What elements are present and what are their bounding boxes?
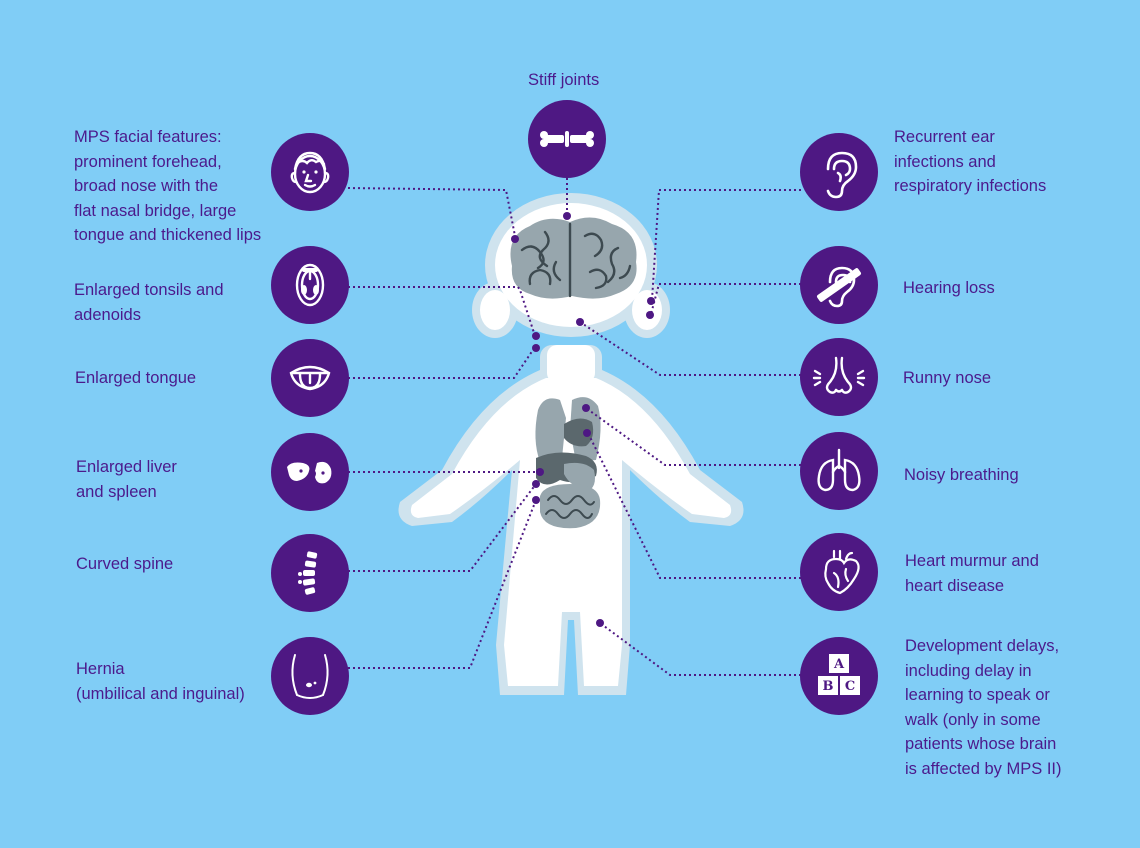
block-letter-c: C <box>845 679 855 694</box>
open-mouth-tonsils-icon <box>271 246 349 324</box>
label-hernia: Hernia (umbilical and inguinal) <box>76 660 245 703</box>
block-letter-a: A <box>833 657 845 672</box>
label-development: Development delays, including delay in l… <box>905 637 1062 778</box>
block-letter-b: B <box>823 679 834 694</box>
label-runny-nose: Runny nose <box>903 369 992 387</box>
connector-dots <box>511 212 655 627</box>
hearing-loss-icon <box>800 246 878 324</box>
abc-blocks-icon: A B C <box>800 637 878 715</box>
tongue-icon <box>271 339 349 417</box>
liver-spleen-icon <box>271 433 349 511</box>
heart-icon <box>800 533 878 611</box>
spine-icon <box>271 534 349 612</box>
child-body <box>398 193 744 695</box>
label-spine: Curved spine <box>76 555 174 573</box>
label-heart: Heart murmur and heart disease <box>905 552 1039 595</box>
organs <box>535 397 601 529</box>
bone-joint-icon <box>528 100 606 178</box>
lungs-icon <box>800 432 878 510</box>
brain <box>510 217 637 299</box>
nose-icon <box>800 338 878 416</box>
label-tonsils: Enlarged tonsils and adenoids <box>74 281 224 324</box>
label-liver-spleen: Enlarged liver and spleen <box>76 458 177 501</box>
label-hearing-loss: Hearing loss <box>903 279 995 297</box>
label-stiff-joints: Stiff joints <box>528 71 600 89</box>
label-noisy-breathing: Noisy breathing <box>904 466 1019 484</box>
ear-icon <box>800 133 878 211</box>
belly-hernia-icon <box>271 637 349 715</box>
connector-lines <box>347 178 801 676</box>
face-icon <box>271 133 349 211</box>
label-ear-infections: Recurrent ear infections and respiratory… <box>894 128 1047 195</box>
label-facial-features: MPS facial features: prominent forehead,… <box>74 128 262 244</box>
label-tongue: Enlarged tongue <box>75 369 197 387</box>
